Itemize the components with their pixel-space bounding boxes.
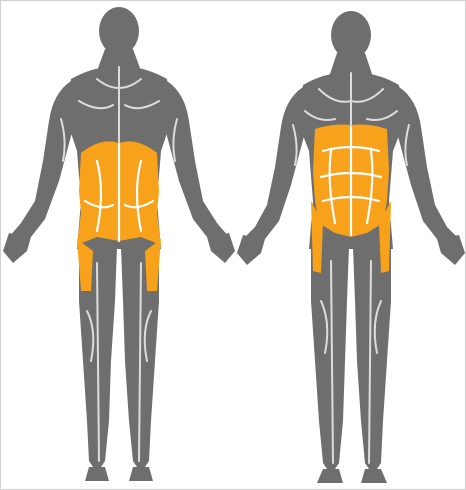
front-left-leg [311, 247, 349, 475]
back-left-foot [85, 467, 109, 481]
front-left-hand [237, 235, 265, 265]
front-right-foot [361, 469, 387, 483]
front-head [331, 11, 371, 59]
back-right-arm [163, 81, 229, 245]
front-view-figure [237, 11, 465, 483]
back-right-foot [129, 467, 153, 481]
front-left-foot [317, 469, 343, 483]
front-right-arm [395, 87, 459, 247]
front-right-hand [437, 235, 465, 265]
back-left-hand [3, 233, 31, 263]
back-right-hand [207, 233, 235, 263]
back-left-arm [9, 81, 75, 245]
back-view-figure [3, 7, 235, 481]
front-left-arm [243, 87, 307, 247]
back-head [99, 7, 139, 55]
front-right-leg [353, 247, 391, 475]
